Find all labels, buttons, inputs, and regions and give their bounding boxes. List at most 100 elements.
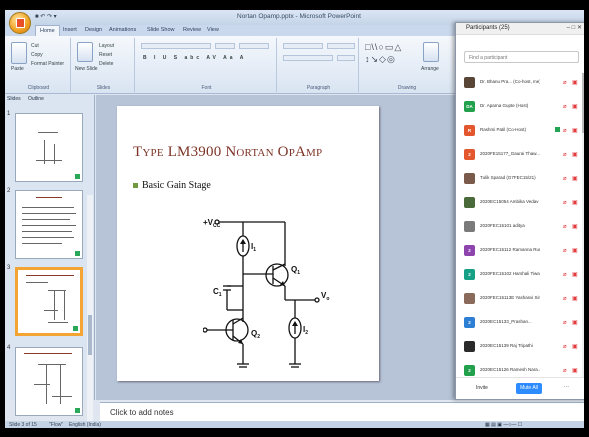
notes-pane[interactable]: Click to add notes xyxy=(100,402,584,422)
tab-review[interactable]: Review xyxy=(183,27,202,33)
scrollbar-thumb[interactable] xyxy=(582,73,584,133)
new-slide-button[interactable]: New Slide xyxy=(75,66,98,72)
window-controls[interactable]: – □ ✕ xyxy=(566,25,582,31)
scrollbar-thumb[interactable] xyxy=(88,315,92,355)
circuit-diagram[interactable]: +VCC I1 Q1 C1 Vo Vi Q2 I2 xyxy=(203,214,338,374)
video-off-icon[interactable]: ▣ xyxy=(572,320,578,326)
view-buttons[interactable]: ▦ ▤ ▣ —○— ☐ xyxy=(485,422,523,428)
video-off-icon[interactable]: ▣ xyxy=(572,272,578,278)
slide-title[interactable]: Type LM3900 Nortan OpAmp xyxy=(133,144,323,160)
slide-thumbnail-1[interactable] xyxy=(15,113,83,182)
video-off-icon[interactable]: ▣ xyxy=(572,80,578,86)
tab-insert[interactable]: Insert xyxy=(63,27,77,33)
mic-muted-icon[interactable]: ⌀ xyxy=(563,272,567,278)
mic-muted-icon[interactable]: ⌀ xyxy=(563,296,567,302)
mic-muted-icon[interactable]: ⌀ xyxy=(563,176,567,182)
format-painter-button[interactable]: Format Painter xyxy=(31,61,65,67)
drawing-group: □\\○▭△ ↕↘◇◎ Arrange Drawing xyxy=(361,38,453,92)
participant-row[interactable]: Tulik Sparad (G7FEC15/21)⌀▣ xyxy=(456,171,582,187)
shapes-gallery-row2[interactable]: ↕↘◇◎ xyxy=(365,54,396,64)
list-buttons[interactable] xyxy=(283,43,323,49)
mic-muted-icon[interactable]: ⌀ xyxy=(563,344,567,350)
slide-thumbnail-4[interactable] xyxy=(15,347,83,416)
invite-button[interactable]: Invite xyxy=(476,385,488,391)
slide-bullet[interactable]: Basic Gain Stage xyxy=(133,180,211,191)
align-buttons[interactable] xyxy=(283,55,333,61)
video-off-icon[interactable]: ▣ xyxy=(572,128,578,134)
quick-access-toolbar[interactable]: ■ ↶ ↷ ▾ xyxy=(35,14,57,20)
participant-row[interactable]: 2020FEC15101 aditya⌀▣ xyxy=(456,219,582,235)
mic-muted-icon[interactable]: ⌀ xyxy=(563,200,567,206)
cut-button[interactable]: Cut xyxy=(31,43,39,49)
participant-name: 2020EC15054 Ambika Vedav xyxy=(480,199,539,204)
participant-row[interactable]: 2020FEC15113E Yashasvi Singh⌀▣ xyxy=(456,291,582,307)
mic-muted-icon[interactable]: ⌀ xyxy=(563,224,567,230)
video-off-icon[interactable]: ▣ xyxy=(572,224,578,230)
font-size-box[interactable] xyxy=(215,43,235,49)
mic-muted-icon[interactable]: ⌀ xyxy=(563,128,567,134)
video-off-icon[interactable]: ▣ xyxy=(572,152,578,158)
more-options-button[interactable]: ... xyxy=(564,383,570,389)
office-button[interactable] xyxy=(9,12,31,34)
reset-button[interactable]: Reset xyxy=(99,52,113,58)
participant-row[interactable]: 2020EC15054 Ambika Vedav ⌀ ▣ xyxy=(456,195,582,211)
mic-muted-icon[interactable]: ⌀ xyxy=(563,152,567,158)
paste-button[interactable]: Paste xyxy=(11,66,24,72)
mic-muted-icon[interactable]: ⌀ xyxy=(563,104,567,110)
status-bar: Slide 3 of 15 "Flow" English (India) xyxy=(5,421,584,428)
paragraph-group: Paragraph xyxy=(279,38,359,92)
layout-button[interactable]: Layout xyxy=(99,43,115,49)
mute-all-button[interactable]: Mute All xyxy=(516,383,542,394)
tab-home[interactable]: Home xyxy=(35,25,60,36)
arrange-icon[interactable] xyxy=(423,42,439,62)
copy-button[interactable]: Copy xyxy=(31,52,43,58)
tab-view[interactable]: View xyxy=(207,27,219,33)
align-text-button[interactable] xyxy=(337,55,355,61)
video-off-icon[interactable]: ▣ xyxy=(572,104,578,110)
text-direction-button[interactable] xyxy=(327,43,355,49)
slide-canvas[interactable]: Type LM3900 Nortan OpAmp Basic Gain Stag… xyxy=(117,106,379,381)
font-format-buttons[interactable]: B I U S abc AV Aa A xyxy=(143,55,247,61)
arrange-button[interactable]: Arrange xyxy=(421,66,439,72)
font-grow-shrink-buttons[interactable] xyxy=(239,43,269,49)
participant-search-input[interactable]: Find a participant xyxy=(464,51,579,63)
language-indicator[interactable]: English (India) xyxy=(69,422,101,428)
tab-slides[interactable]: Slides xyxy=(7,96,21,102)
participants-scrollbar[interactable] xyxy=(582,73,584,383)
font-name-box[interactable] xyxy=(141,43,211,49)
slides-panel-scrollbar[interactable] xyxy=(87,195,93,428)
video-off-icon[interactable]: ▣ xyxy=(572,176,578,182)
slide-thumbnail-3[interactable] xyxy=(15,267,83,336)
mic-muted-icon[interactable]: ⌀ xyxy=(563,320,567,326)
participant-row[interactable]: 2020EC15139 Raj Tripathi⌀▣ xyxy=(456,339,582,355)
mic-muted-icon[interactable]: ⌀ xyxy=(563,368,567,374)
video-off-icon[interactable]: ▣ xyxy=(572,248,578,254)
video-off-icon[interactable]: ▣ xyxy=(572,296,578,302)
delete-button[interactable]: Delete xyxy=(99,61,114,67)
c1-label: C xyxy=(213,287,219,296)
participant-name: Dr. Aparna Gupte (Host) xyxy=(480,103,529,108)
shapes-gallery[interactable]: □\\○▭△ xyxy=(365,42,403,52)
new-slide-icon[interactable] xyxy=(77,42,93,62)
video-off-icon[interactable]: ▣ xyxy=(572,368,578,374)
slide-thumbnail-2[interactable] xyxy=(15,190,83,259)
mic-muted-icon[interactable]: ⌀ xyxy=(563,248,567,254)
video-off-icon[interactable]: ▣ xyxy=(572,200,578,206)
video-off-icon[interactable]: ▣ xyxy=(572,344,578,350)
tab-animations[interactable]: Animations xyxy=(109,27,137,33)
paste-icon[interactable] xyxy=(11,42,27,64)
participant-row[interactable]: Dr. Bhanu Pra... (Co-host, me) ⌀ ▣ xyxy=(456,75,582,91)
tab-outline[interactable]: Outline xyxy=(28,96,44,102)
mic-muted-icon[interactable]: ⌀ xyxy=(563,80,567,86)
tab-design[interactable]: Design xyxy=(85,27,103,33)
tab-slide-show[interactable]: Slide Show xyxy=(147,27,175,33)
participant-name: Dr. Bhanu Pra... (Co-host, me) xyxy=(480,79,540,84)
svg-text:Q2: Q2 xyxy=(251,329,260,340)
